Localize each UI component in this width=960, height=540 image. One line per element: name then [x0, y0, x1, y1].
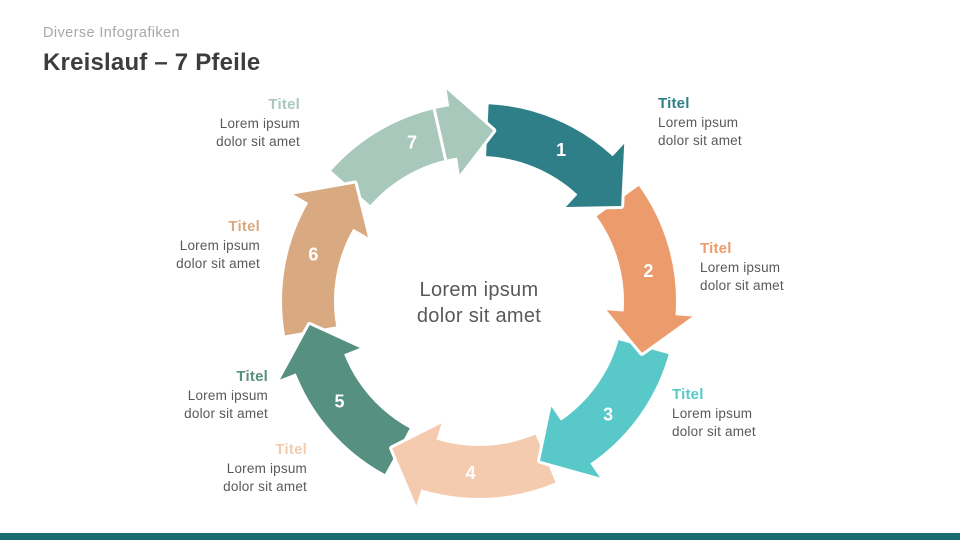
arrow-segment-3 [537, 337, 672, 481]
segment-1-text-line2: dolor sit amet [658, 133, 742, 148]
segment-6-number: 6 [308, 245, 318, 265]
segment-5-text-line1: Lorem ipsum [187, 388, 268, 403]
arrow-segment-7-head [432, 86, 497, 178]
segment-2-number: 2 [643, 261, 653, 281]
segment-3-text-line1: Lorem ipsum [672, 406, 753, 421]
segment-1-text-line1: Lorem ipsum [658, 115, 739, 130]
segment-3-title: Titel [672, 386, 704, 403]
center-text-line1: Lorem ipsum [419, 279, 539, 301]
slide-eyebrow: Diverse Infografiken [43, 25, 180, 41]
footer-bar [0, 533, 960, 540]
segment-5-title: Titel [236, 368, 268, 385]
segment-7-number: 7 [407, 133, 417, 153]
diagram-center-text: Lorem ipsum dolor sit amet [369, 277, 589, 329]
segment-3-text-line2: dolor sit amet [672, 424, 756, 439]
segment-2-text-line1: Lorem ipsum [700, 260, 781, 275]
center-text-line2: dolor sit amet [416, 305, 542, 327]
arrow-segment-4 [389, 420, 559, 509]
segment-7-text-line1: Lorem ipsum [219, 116, 300, 131]
segment-4-number: 4 [466, 463, 476, 483]
segment-2-text-line2: dolor sit amet [700, 278, 784, 293]
segment-6-title: Titel [228, 218, 260, 235]
segment-2-title: Titel [700, 240, 732, 257]
segment-7-title: Titel [268, 96, 300, 113]
page-title: Kreislauf – 7 Pfeile [43, 49, 261, 76]
segment-1-number: 1 [556, 140, 566, 160]
segment-6-text-line1: Lorem ipsum [179, 238, 260, 253]
segment-5-text-line2: dolor sit amet [184, 406, 268, 421]
segment-4-text-line2: dolor sit amet [223, 479, 307, 494]
segment-1-title: Titel [658, 95, 690, 112]
arrow-segment-2 [593, 182, 696, 356]
arrow-segment-5 [276, 321, 413, 478]
segment-4-title: Titel [275, 441, 307, 458]
segment-6-text-line2: dolor sit amet [176, 256, 260, 271]
segment-3-number: 3 [603, 405, 613, 425]
segment-5-number: 5 [334, 392, 344, 412]
segment-4-text-line1: Lorem ipsum [226, 461, 307, 476]
arrow-segment-6 [279, 180, 372, 339]
arrow-segment-1 [483, 101, 628, 210]
segment-7-text-line2: dolor sit amet [216, 134, 300, 149]
